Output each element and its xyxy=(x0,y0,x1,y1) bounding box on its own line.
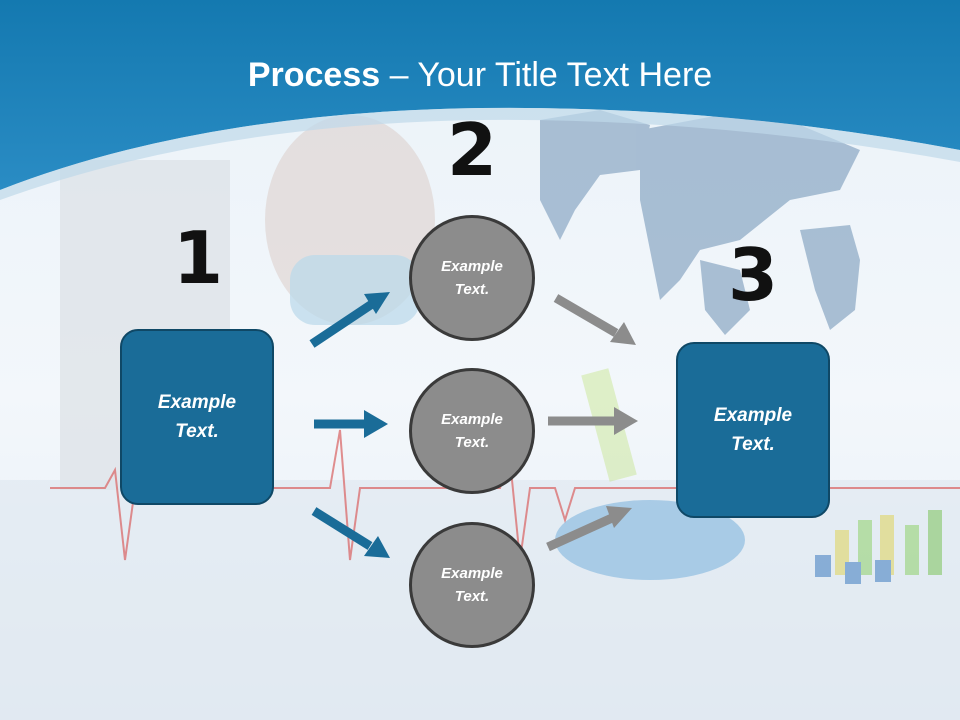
title-rest: – Your Title Text Here xyxy=(380,56,713,94)
circle-top-text: Example Text. xyxy=(441,258,503,298)
test-tube-impression xyxy=(581,368,637,482)
step-1-box[interactable]: Example Text. xyxy=(120,329,274,505)
step-number-1: 1 xyxy=(172,216,224,300)
header-highlight xyxy=(0,107,960,200)
step-number-2: 2 xyxy=(446,108,498,192)
step-number-3: 3 xyxy=(727,233,779,317)
bar-chart-impression xyxy=(815,510,942,584)
circle-middle-text: Example Text. xyxy=(441,411,503,451)
header-band xyxy=(0,0,960,190)
circle-bottom[interactable]: Example Text. xyxy=(409,522,535,648)
heartbeat-line xyxy=(50,429,960,561)
step-1-text: Example Text. xyxy=(157,392,237,442)
slide-title: Process – Your Title Text Here xyxy=(0,52,960,98)
circle-middle[interactable]: Example Text. xyxy=(409,368,535,494)
world-map xyxy=(540,110,860,335)
step-3-text: Example Text. xyxy=(713,405,793,455)
title-bold: Process xyxy=(247,56,381,94)
circle-bottom-text: Example Text. xyxy=(441,565,503,605)
circle-top[interactable]: Example Text. xyxy=(409,215,535,341)
step-3-box[interactable]: Example Text. xyxy=(676,342,830,518)
photo-mask xyxy=(290,255,420,325)
